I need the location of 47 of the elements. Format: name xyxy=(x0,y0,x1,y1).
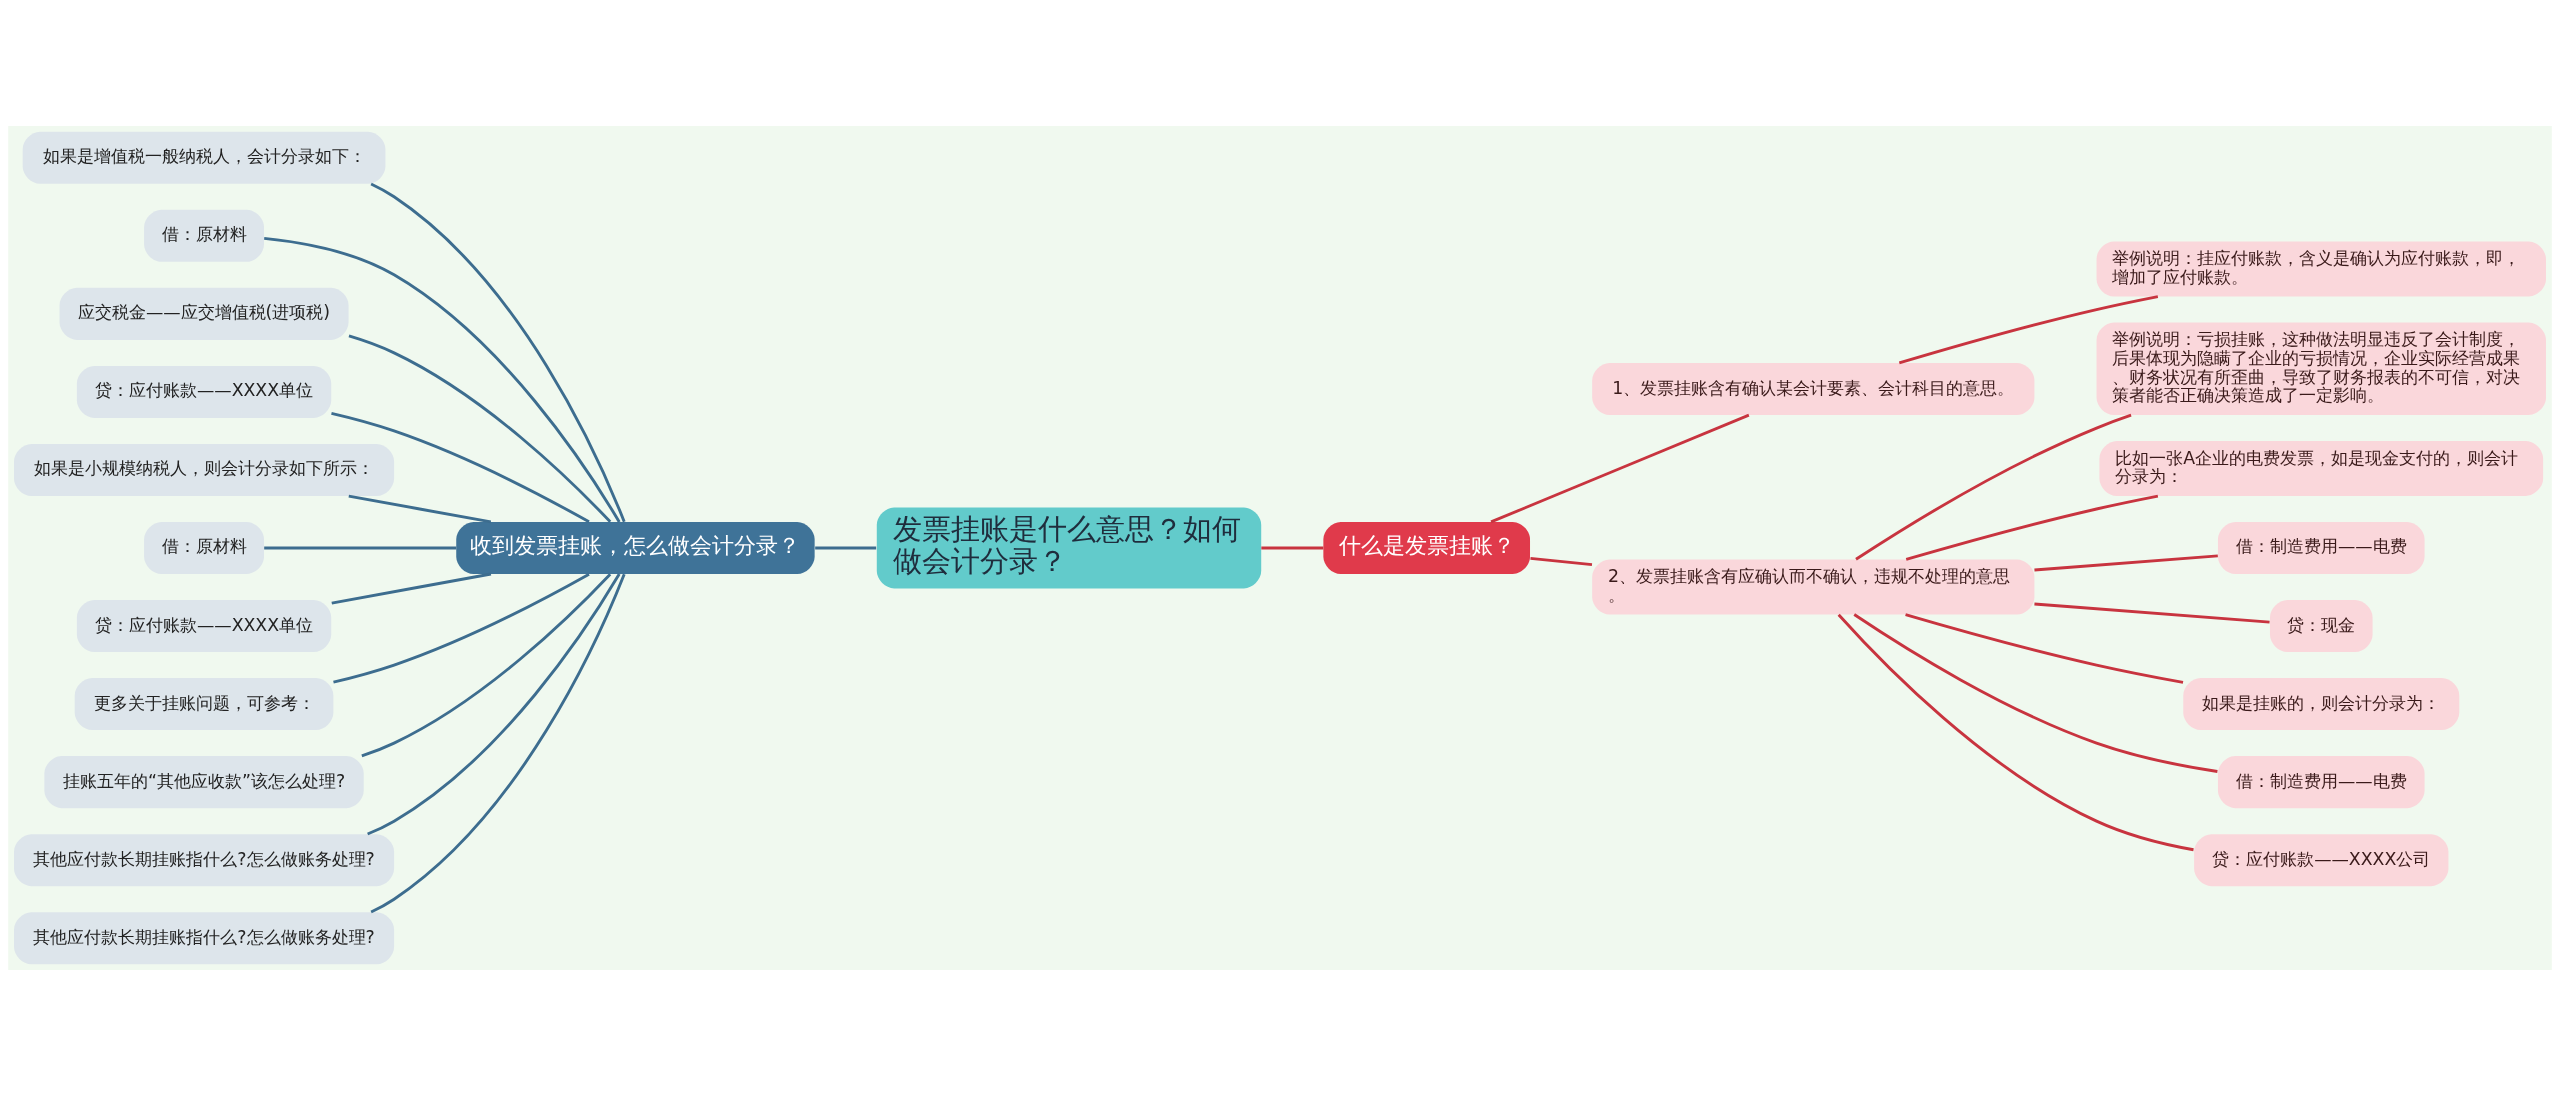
node-box: 什么是发票挂账？ xyxy=(1323,522,1530,574)
connector xyxy=(2034,602,2270,624)
node-box: 1、发票挂账含有确认某会计要素、会计科目的意思。 xyxy=(1592,363,2035,416)
node-box: 借：原材料 xyxy=(144,522,264,574)
node-box: 贷：应付账款——XXXX单位 xyxy=(76,365,332,418)
connector xyxy=(331,572,492,605)
connector xyxy=(1855,413,2132,561)
node-box: 更多关于挂账问题，可参考： xyxy=(74,678,334,731)
connector xyxy=(1853,613,2218,773)
node-box: 如果是增值税一般纳税人，会计分录如下： xyxy=(22,131,386,184)
connector xyxy=(815,546,877,550)
node-box: 比如一张A企业的电费发票，如是现金支付的，则会计分录为： xyxy=(2099,441,2544,496)
connector xyxy=(1905,494,2159,561)
connector xyxy=(2034,554,2218,572)
node-box: 挂账五年的“其他应收款”该怎么处理? xyxy=(44,756,364,809)
node-box: 发票挂账是什么意思？如何做会计分录？ xyxy=(876,507,1262,589)
connector xyxy=(367,573,621,836)
node-box: 借：原材料 xyxy=(144,209,264,262)
connector xyxy=(361,573,612,758)
connector xyxy=(348,334,612,523)
connector xyxy=(1905,613,2184,684)
connector xyxy=(1490,413,1750,524)
node-box: 举例说明：亏损挂账，这种做法明显违反了会计制度，后果体现为隐瞒了企业的亏损情况，企业实际经营成果、财务状况有所歪曲，导致了财务报表的不可信，对决策者能否正确决策造成了一定影响。 xyxy=(2096,322,2546,416)
connector xyxy=(264,236,621,523)
connector xyxy=(1837,613,2194,852)
node-box: 贷：应付账款——XXXX单位 xyxy=(76,600,332,653)
node-box: 借：制造费用——电费 xyxy=(2217,522,2425,574)
connector xyxy=(370,573,626,914)
node-box: 其他应付款长期挂账指什么?怎么做账务处理? xyxy=(14,834,395,887)
node-box: 借：制造费用——电费 xyxy=(2217,756,2425,809)
node-box: 贷：现金 xyxy=(2269,600,2373,653)
node-box: 如果是挂账的，则会计分录为： xyxy=(2183,678,2460,731)
node-box: 收到发票挂账，怎么做会计分录？ xyxy=(456,522,815,574)
node-box: 贷：应付账款——XXXX公司 xyxy=(2194,834,2449,887)
connector xyxy=(1261,546,1324,550)
connector xyxy=(331,412,590,524)
node-box: 如果是小规模纳税人，则会计分录如下所示： xyxy=(14,443,395,496)
connector xyxy=(1530,556,1593,567)
node-box: 应交税金——应交增值税(进项税) xyxy=(59,287,349,340)
connector xyxy=(333,572,590,684)
connector xyxy=(1898,295,2159,365)
connector xyxy=(348,494,492,524)
connector xyxy=(370,182,626,523)
node-box: 举例说明：挂应付账款，含义是确认为应付账款，即，增加了应付账款。 xyxy=(2096,241,2546,297)
node-box: 其他应付款长期挂账指什么?怎么做账务处理? xyxy=(14,912,395,965)
connector xyxy=(264,546,457,550)
node-box: 2、发票挂账含有应确认而不确认，违规不处理的意思。 xyxy=(1592,559,2035,615)
